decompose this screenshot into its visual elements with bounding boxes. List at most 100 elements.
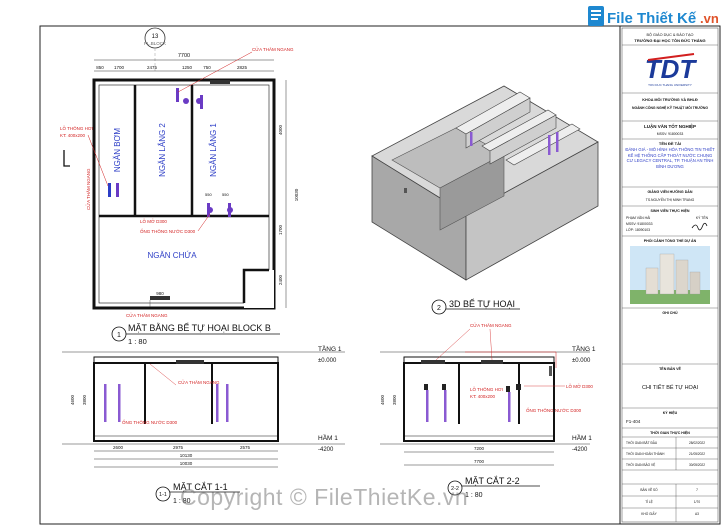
tb-university: TRƯỜNG ĐẠI HỌC TÔN ĐỨC THẮNG (634, 38, 705, 43)
plan-title: MẶT BẰNG BỂ TỰ HOẠI BLOCK B (128, 322, 271, 333)
tb-thesis-code: MSSV: 91800033 (657, 132, 684, 136)
tb-major: NGÀNH CÔNG NGHỆ KỸ THUẬT MÔI TRƯỜNG (632, 105, 708, 110)
tb-note-label: GHI CHÚ (662, 310, 678, 315)
sec11-level-top-val: ±0.000 (318, 358, 337, 364)
tb-date-1-value: 21/05/2022 (689, 452, 705, 456)
axis-label: PL.BLOCK (144, 41, 166, 46)
sec11-level-bottom: HẦM 1 (318, 432, 338, 442)
tb-drawing-name-label: TÊN BẢN VẼ (659, 366, 681, 371)
section-1-1: CỬA THĂM NGANG ỐNG THÔNG NƯỚC D300 TẦNG … (62, 343, 345, 505)
tb-dates-label: THỜI GIAN THỰC HIỆN (650, 430, 690, 435)
dim-right-3: 2400 (278, 274, 283, 285)
sec22-title: MẶT CẮT 2-2 (465, 476, 520, 486)
axis-bubble: 13 (152, 34, 159, 40)
sec22-dim-b1: 7700 (474, 459, 485, 464)
watermark-logo: File Thiết Kế .vn (588, 4, 724, 30)
plan-scale: 1 : 80 (128, 337, 147, 346)
plan-cua-tham-bottom: CỬA THĂM NGANG (126, 312, 168, 318)
tb-student-name: PHẠM VĂN HẢI (626, 215, 650, 220)
title-block: BỘ GIÁO DỤC & ĐÀO TẠO TRƯỜNG ĐẠI HỌC TÔN… (621, 27, 719, 523)
dim-top-1: 1700 (114, 65, 125, 70)
sec11-cua-tham: CỬA THĂM NGANG (178, 379, 220, 385)
room-ngan-bom: NGĂN BƠM (113, 128, 122, 173)
plan-lo-thong-hoi: LỖ THÔNG HƠI (60, 125, 93, 131)
tb-date-2-label: THỜI GIAN BẢO VỆ (626, 462, 655, 467)
tb-meta-0-value: 7 (696, 488, 698, 492)
sec11-dim-b0: 10130 (180, 453, 193, 458)
tb-student-label: SINH VIÊN THỰC HIỆN (651, 208, 690, 213)
watermark-copyright: Copyright © FileThietKe.vn (180, 484, 469, 510)
tb-advisor-name: TS.NGUYỄN THỊ MINH TRANG (646, 197, 695, 202)
tb-faculty: KHOA MÔI TRƯỜNG VÀ BHLĐ (642, 97, 698, 102)
view3d-title: 3D BỂ TỰ HOẠI (449, 298, 515, 309)
plan-cua-tham-left: CỬA THĂM NGANG (85, 168, 91, 210)
sec11-dim-part0: 2600 (113, 445, 124, 450)
view-3d: 2 3D BỂ TỰ HOẠI (371, 85, 599, 315)
tb-meta-1-label: TỈ LỆ (645, 499, 653, 504)
sec11-level-top: TẦNG 1 (318, 343, 342, 353)
section-2-2: CỬA THĂM NGANG LỖ THÔNG HƠI KT: 400x200 … (380, 322, 596, 499)
sec11-number: 1-1 (159, 492, 167, 498)
sec11-ong: ỐNG THÔNG NƯỚC D300 (122, 419, 178, 425)
sec11-level-bottom-val: -4200 (318, 447, 334, 453)
sec11-dim-h0: 4600 (70, 394, 75, 405)
sec22-cua-tham: CỬA THĂM NGANG (470, 322, 512, 328)
tb-student-class: LỚP: 18090103 (626, 227, 650, 232)
dim-top-5: 2825 (237, 65, 248, 70)
dim-mid-0: 550 (205, 192, 212, 197)
tb-drawing-code: F1-404 (626, 419, 641, 424)
tb-meta-0-label: BẢN VẼ SỐ (640, 487, 658, 492)
watermark-top-label: File Thiết Kế (607, 10, 697, 27)
tb-sign-label: KÝ TÊN (696, 215, 709, 220)
plan-kt: KT: 400x200 (60, 133, 86, 138)
dim-right-2: 1700 (278, 224, 283, 235)
plan-ong-thong-nuoc: ỐNG THÔNG NƯỚC D300 (140, 228, 196, 234)
sec22-number: 2-2 (451, 486, 459, 492)
sec22-dim-b0: 7200 (474, 446, 485, 451)
dim-top-2: 2475 (147, 65, 158, 70)
dim-right-0: 4000 (278, 124, 283, 135)
sec22-kt: KT: 400x200 (470, 394, 496, 399)
tb-date-0-label: THỜI GIAN BẮT ĐẦU (626, 440, 658, 445)
room-ngan-lang-1: NGĂN LẮNG 1 (209, 123, 218, 177)
sheet-frame (39, 25, 721, 525)
sec11-scale: 1 : 80 (173, 498, 191, 505)
plan-view: 13 PL.BLOCK 7700 850 1700 2475 1250 750 … (60, 27, 299, 346)
tb-perspective-label: PHỐI CẢNH TỔNG THỂ DỰ ÁN (644, 238, 697, 243)
tb-date-2-value: 30/05/2022 (689, 463, 705, 467)
dim-top-total: 7700 (178, 53, 190, 59)
signature (691, 222, 708, 231)
perspective-image (630, 246, 710, 304)
room-ngan-chua: NGĂN CHỨA (147, 251, 197, 260)
sec22-level-bottom-val: -4200 (572, 447, 588, 453)
sec11-title: MẶT CẮT 1-1 (173, 482, 228, 492)
sec22-lo-thong-hoi: LỖ THÔNG HƠI (470, 386, 503, 392)
sec11-dim-part1: 2975 (173, 445, 184, 450)
sec11-dim-b1: 10030 (180, 461, 193, 466)
sec22-level-top-val: ±0.000 (572, 358, 591, 364)
tb-date-0-value: 28/02/2022 (689, 441, 705, 445)
tb-ministry: BỘ GIÁO DỤC & ĐÀO TẠO (647, 32, 694, 37)
tb-title-label: TÊN ĐỀ TÀI (659, 141, 681, 146)
room-ngan-lang-2: NGĂN LẮNG 2 (158, 123, 167, 177)
sec22-level-top: TẦNG 1 (572, 343, 596, 353)
sec22-scale: 1 : 80 (465, 492, 483, 499)
tb-thesis-label: LUẬN VĂN TỐT NGHIỆP (644, 122, 696, 129)
sec22-dim-h0: 4600 (380, 394, 385, 405)
dim-bottom-0: 980 (156, 291, 164, 296)
tb-student-mssv: MSSV: 91800033 (626, 222, 653, 226)
dim-mid-1: 550 (222, 192, 229, 197)
tb-title-body: ĐÁNH GIÁ - MÔ HÌNH HÓA THÔNG TIN THIẾT K… (625, 147, 715, 169)
tb-drawing-name: CHI TIẾT BỂ TỰ HOẠI (642, 384, 699, 391)
tb-drawing-code-label: KÝ HIỆU (663, 410, 678, 415)
view3d-number: 2 (437, 305, 441, 312)
plan-cua-tham-top: CỬA THĂM NGANG (252, 46, 294, 52)
plan-lo-mo: LỖ MỞ D300 (140, 218, 167, 224)
plan-number: 1 (117, 332, 121, 339)
watermark-top-suffix: .vn (700, 11, 719, 26)
sec11-dim-h1: 3800 (82, 394, 87, 405)
tb-logo-caption: TON DUC THANG UNIVERSITY (648, 83, 692, 87)
tb-advisor-label: GIẢNG VIÊN HƯỚNG DẪN (648, 189, 693, 194)
tb-meta-2-value: A3 (695, 512, 699, 516)
